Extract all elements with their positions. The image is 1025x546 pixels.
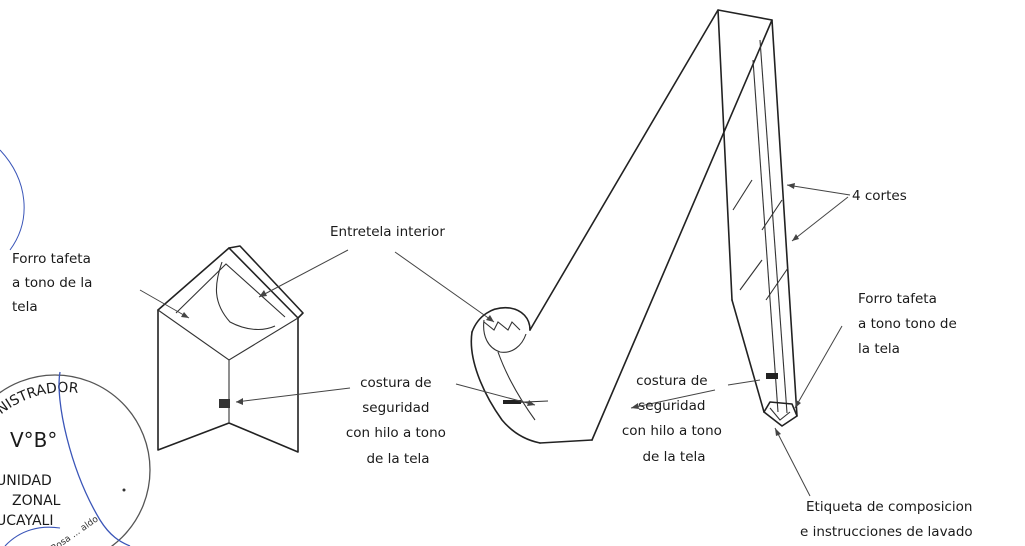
- label-costura-right: costura de seguridad con hilo a tono de …: [622, 373, 726, 465]
- label-line: con hilo a tono: [346, 425, 446, 441]
- label-line: con hilo a tono: [622, 423, 722, 439]
- stamp-line: UCAYALI: [0, 513, 53, 529]
- stamp-line: ZONAL: [12, 493, 61, 509]
- safety-stitch-mark: [219, 399, 230, 408]
- signature-stroke: [4, 526, 61, 546]
- stamp-bottom-text: Rosa ... aldo: [50, 514, 101, 546]
- official-stamp: NISTRADOR V°B° UNIDAD ZONAL UCAYALI Rosa…: [0, 149, 151, 546]
- label-entretela: Entretela interior: [330, 224, 445, 240]
- label-forro-right: Forro tafeta a tono tono de la tela: [858, 291, 961, 357]
- label-line: Etiqueta de composicion: [806, 499, 972, 515]
- label-line: seguridad: [362, 400, 429, 416]
- label-line: tela: [12, 299, 38, 315]
- label-line: la tela: [858, 341, 900, 357]
- safety-stitch-mark-right: [766, 373, 778, 379]
- strap-drawing: [470, 9, 798, 444]
- label-line: seguridad: [638, 398, 705, 414]
- stamp-vb: V°B°: [10, 428, 57, 452]
- safety-stitch-mark-center: [503, 400, 521, 404]
- label-line: Forro tafeta: [858, 291, 937, 307]
- label-line: a tono tono de: [858, 316, 957, 332]
- label-line: de la tela: [642, 449, 705, 465]
- stamp-line: UNIDAD: [0, 473, 52, 489]
- signature-stroke: [58, 371, 131, 546]
- label-line: a tono de la: [12, 275, 92, 291]
- label-line: costura de: [360, 375, 432, 391]
- label-cortes: 4 cortes: [852, 188, 907, 204]
- leader-lines: [139, 183, 851, 497]
- label-line: de la tela: [366, 451, 429, 467]
- label-costura-left: costura de seguridad con hilo a tono de …: [346, 375, 450, 467]
- label-line: e instrucciones de lavado: [800, 524, 973, 540]
- label-forro-left: Forro tafeta a tono de la tela: [12, 251, 97, 315]
- label-line: costura de: [636, 373, 708, 389]
- pocket-drawing: [157, 245, 304, 453]
- label-etiqueta: Etiqueta de composicion e instrucciones …: [800, 499, 977, 540]
- label-line: Forro tafeta: [12, 251, 91, 267]
